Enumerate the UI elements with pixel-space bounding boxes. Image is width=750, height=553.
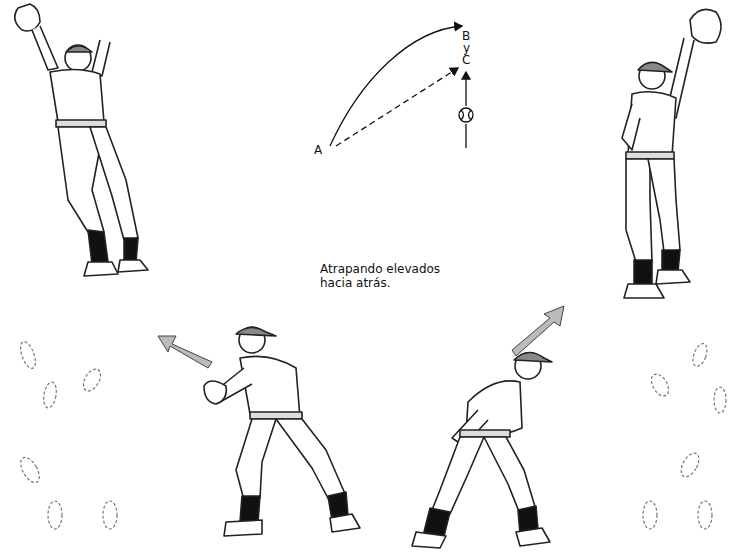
torso (50, 69, 104, 125)
glove (690, 9, 721, 43)
ball-seam (461, 110, 471, 120)
sock (634, 260, 652, 284)
point-letter: C (462, 54, 470, 66)
direction-arrow (158, 336, 212, 368)
arm (622, 104, 640, 150)
ball-path (465, 72, 466, 106)
player-reaching-right (622, 9, 721, 298)
player-reaching-left (15, 4, 148, 276)
cap (236, 327, 276, 336)
belt (250, 412, 302, 419)
point-letter: B (462, 30, 470, 42)
leg (648, 159, 680, 252)
run-path (336, 68, 458, 146)
player-turning-right (412, 352, 552, 548)
arm (92, 40, 110, 76)
player-turning-left (204, 327, 360, 536)
shoe (624, 284, 664, 298)
leg (236, 419, 276, 500)
ball (459, 108, 473, 122)
belt (460, 430, 510, 437)
point-letter: A (314, 144, 322, 156)
cap (514, 352, 552, 362)
cap (66, 46, 92, 52)
leg (90, 127, 138, 240)
sock (124, 238, 138, 262)
point-letter: y (463, 42, 470, 54)
leg (484, 437, 536, 514)
ball-path (465, 124, 466, 148)
arm (32, 26, 58, 70)
shoe (224, 520, 262, 536)
shoe (516, 528, 550, 546)
head (65, 45, 91, 71)
shoe (118, 260, 148, 272)
cap (638, 62, 672, 72)
torso (240, 356, 300, 420)
trajectory-diagram (330, 26, 473, 148)
glove (15, 4, 40, 31)
shoe (656, 270, 690, 284)
fly-path (330, 26, 462, 146)
shoe (330, 514, 360, 532)
sock (88, 230, 108, 264)
leg (432, 437, 484, 514)
sock (662, 250, 680, 272)
leg (276, 419, 346, 502)
footprints (17, 340, 726, 529)
belt (56, 120, 106, 127)
shoe (412, 532, 446, 548)
leg (626, 159, 652, 262)
glove (204, 381, 226, 404)
direction-arrow (512, 306, 564, 356)
sock (240, 496, 260, 522)
sock (424, 508, 450, 536)
figure-caption: Atrapando elevados hacia atrás. (320, 262, 470, 290)
belt (626, 152, 674, 159)
shoe (84, 262, 118, 276)
